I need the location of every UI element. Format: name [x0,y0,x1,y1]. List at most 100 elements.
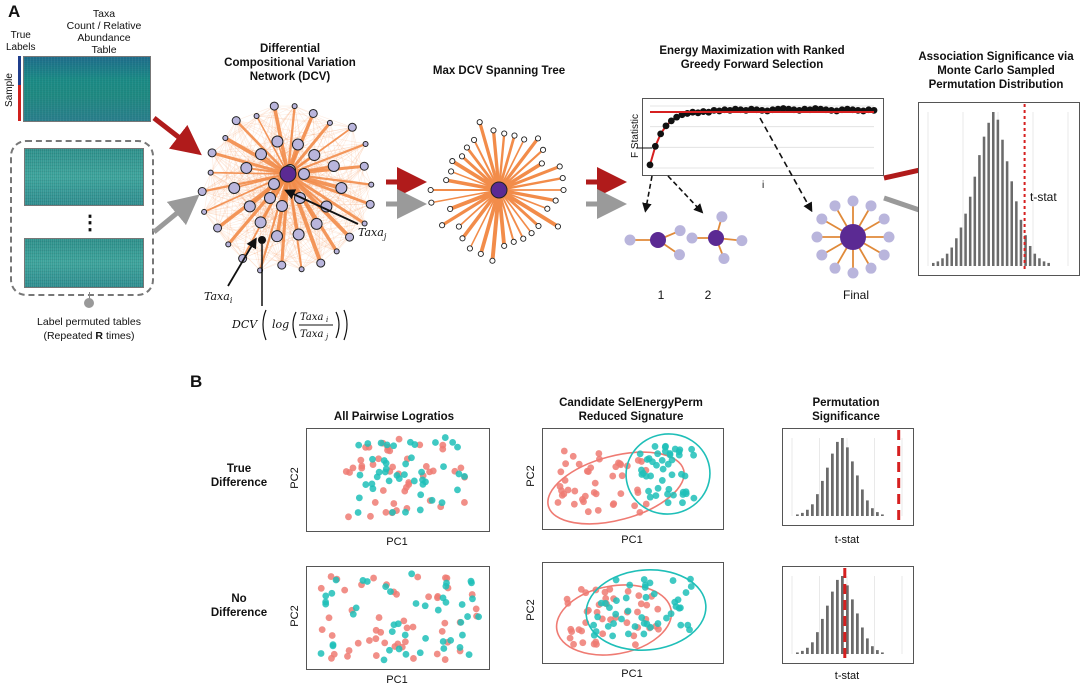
network-node [326,119,333,126]
scatter-point [658,477,666,484]
scatter-point [402,460,410,468]
scatter-point [653,461,660,469]
dcv-formula: DCV log Taxa i Taxa j [231,309,348,341]
scatter-point [369,455,376,463]
step-node [673,249,685,261]
scatter-point [571,487,579,495]
tree-node [455,223,462,230]
scatter-point [606,604,613,612]
tree-edge [458,189,500,228]
network-edge [256,115,353,128]
tree-node [439,222,446,229]
pc2-label-1: PC2 [289,467,301,489]
network-node [254,216,267,229]
tree-node [554,223,562,230]
network-node [222,134,229,141]
scatter-point [377,439,385,447]
tree-node [540,146,547,153]
scatter-point [349,610,357,618]
scatter-cand-no-svg [555,569,707,656]
network-node [291,138,304,151]
true-label-bar-blue [18,56,21,85]
scatter-point [626,581,634,589]
scatter-point [631,502,638,510]
step-hub [840,224,866,250]
hist-bar [1005,161,1009,266]
scatter-point [379,487,387,494]
network-node [368,181,375,188]
scatter-point [642,500,650,508]
hist-bar [851,461,854,516]
tree-edge [498,149,544,191]
tree-node [477,250,484,257]
pc2-label-3: PC2 [525,465,537,487]
network-edge [246,167,322,264]
scatter-point [568,628,576,635]
step-node [878,213,890,225]
scatter-point [416,506,424,514]
scatter-point [671,445,679,453]
permuted-tables-box [10,140,154,296]
hist-bar [1015,201,1018,266]
network-edge [276,223,365,237]
network-node [197,187,207,197]
network-edge [260,113,314,155]
network-edge [294,105,335,167]
scatter-point [635,592,643,600]
tree-edge [498,176,563,192]
step-final-label: Final [842,288,870,302]
network-node [362,140,369,147]
network-hub-edge [286,121,332,175]
scatter-point [344,652,351,660]
scatter-point [383,441,391,449]
f-point [774,105,782,113]
f-point [646,161,654,169]
scatter-point [631,623,639,630]
network-node [201,208,208,215]
scatter-point [322,592,330,600]
network-edge [202,191,250,207]
tree-node [560,186,567,194]
network-edge [228,165,365,245]
hist-bar [801,512,804,516]
f-point [843,105,851,113]
scatter-point [449,438,457,446]
col-title-1: All Pairwise Logratios [333,411,455,423]
f-point [651,142,659,150]
network-edge [313,113,353,128]
step-1-network [624,225,686,261]
scatter-point [650,590,658,598]
network-edge [298,234,337,252]
network-edge [228,244,321,264]
hist-bar [821,480,824,516]
scatter-point [434,606,442,614]
tree-edge [473,139,500,191]
scatter-point [556,483,564,490]
scatter-point [661,447,669,455]
scatter-point [414,573,422,581]
hist-bar [861,489,864,516]
scatter-point [643,601,651,609]
scatter-point [317,650,325,657]
network-node [268,178,280,190]
scatter-point [438,499,446,507]
scatter-point [599,630,607,638]
scatter-point [332,576,340,584]
scatter-point [640,630,648,638]
significance-t-stat: t-stat [1030,190,1057,204]
network-edge [233,105,275,189]
step-2-network [686,211,748,265]
scatter-ellipse [585,569,707,651]
scatter-point [637,600,645,608]
hist-bar [973,176,977,266]
scatter-point [624,630,632,638]
scatter-point [354,639,362,647]
network-edge [202,191,278,237]
ellipsis-mark: ⋮ [80,212,100,234]
hist-bar [871,508,874,516]
step-node [624,234,636,246]
svg-text:Taxa: Taxa [300,329,323,340]
scatter-point [382,459,390,467]
network-node [347,122,357,132]
scatter-point [382,583,390,591]
